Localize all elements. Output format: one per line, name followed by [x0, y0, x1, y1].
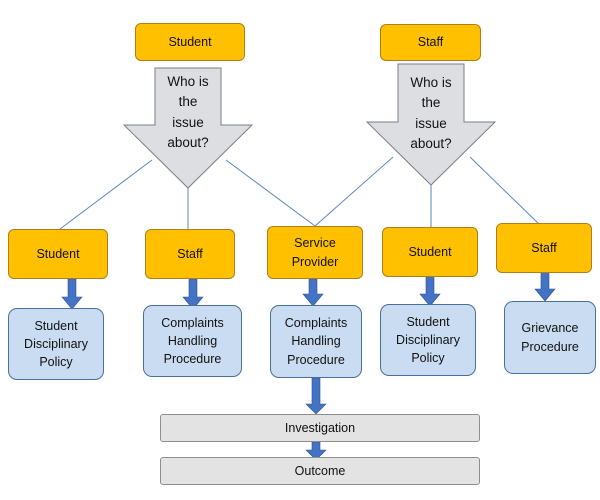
box-staff: Staff	[145, 229, 235, 279]
box-student-2: Student	[382, 227, 478, 277]
box-label: Complaints Handling Procedure	[161, 315, 224, 367]
connector-line	[225, 159, 316, 227]
box-student-top: Student	[135, 23, 245, 61]
box-label: Outcome	[294, 463, 346, 478]
question-text-right: Who is the issue about?	[410, 75, 452, 151]
box-label: Student Disciplinary Policy	[396, 314, 460, 366]
box-student: Student	[8, 229, 108, 279]
connector-line	[59, 159, 153, 230]
box-label: Staff	[531, 240, 557, 255]
connector-line	[314, 156, 394, 227]
box-staff-2: Staff	[496, 223, 592, 273]
box-student-disciplinary-policy: Student Disciplinary Policy	[8, 308, 104, 380]
box-label: Grievance Procedure	[521, 321, 579, 354]
flow-arrow	[305, 377, 327, 415]
flow-arrow	[182, 278, 204, 310]
box-label: Complaints Handling Procedure	[284, 316, 348, 367]
flow-arrow	[61, 278, 83, 310]
box-label: Student Disciplinary Policy	[24, 318, 88, 370]
box-label: Student	[408, 244, 452, 259]
flow-arrow	[419, 275, 441, 307]
box-label: Staff	[417, 35, 444, 50]
flow-arrow	[302, 278, 324, 307]
question-arrow-right	[365, 63, 497, 186]
box-label: Service Provider	[291, 236, 339, 269]
box-service-provider: Service Provider	[267, 226, 363, 279]
question-arrow-left	[122, 67, 254, 189]
box-investigation: Investigation	[160, 414, 480, 442]
box-label: Student	[168, 34, 212, 49]
question-text-left: Who is the issue about?	[167, 74, 209, 150]
box-label: Staff	[177, 246, 203, 261]
box-staff-top: Staff	[380, 24, 481, 61]
box-complaints-handling-service: Complaints Handling Procedure	[270, 305, 362, 378]
box-complaints-handling-staff: Complaints Handling Procedure	[143, 305, 242, 377]
box-grievance-procedure: Grievance Procedure	[504, 301, 596, 374]
flow-arrow	[305, 441, 327, 461]
box-label: Investigation	[284, 420, 356, 435]
box-label: Student	[36, 246, 80, 261]
box-student-disciplinary-policy-2: Student Disciplinary Policy	[380, 304, 476, 376]
box-outcome: Outcome	[160, 457, 480, 485]
connector-line	[469, 156, 541, 226]
